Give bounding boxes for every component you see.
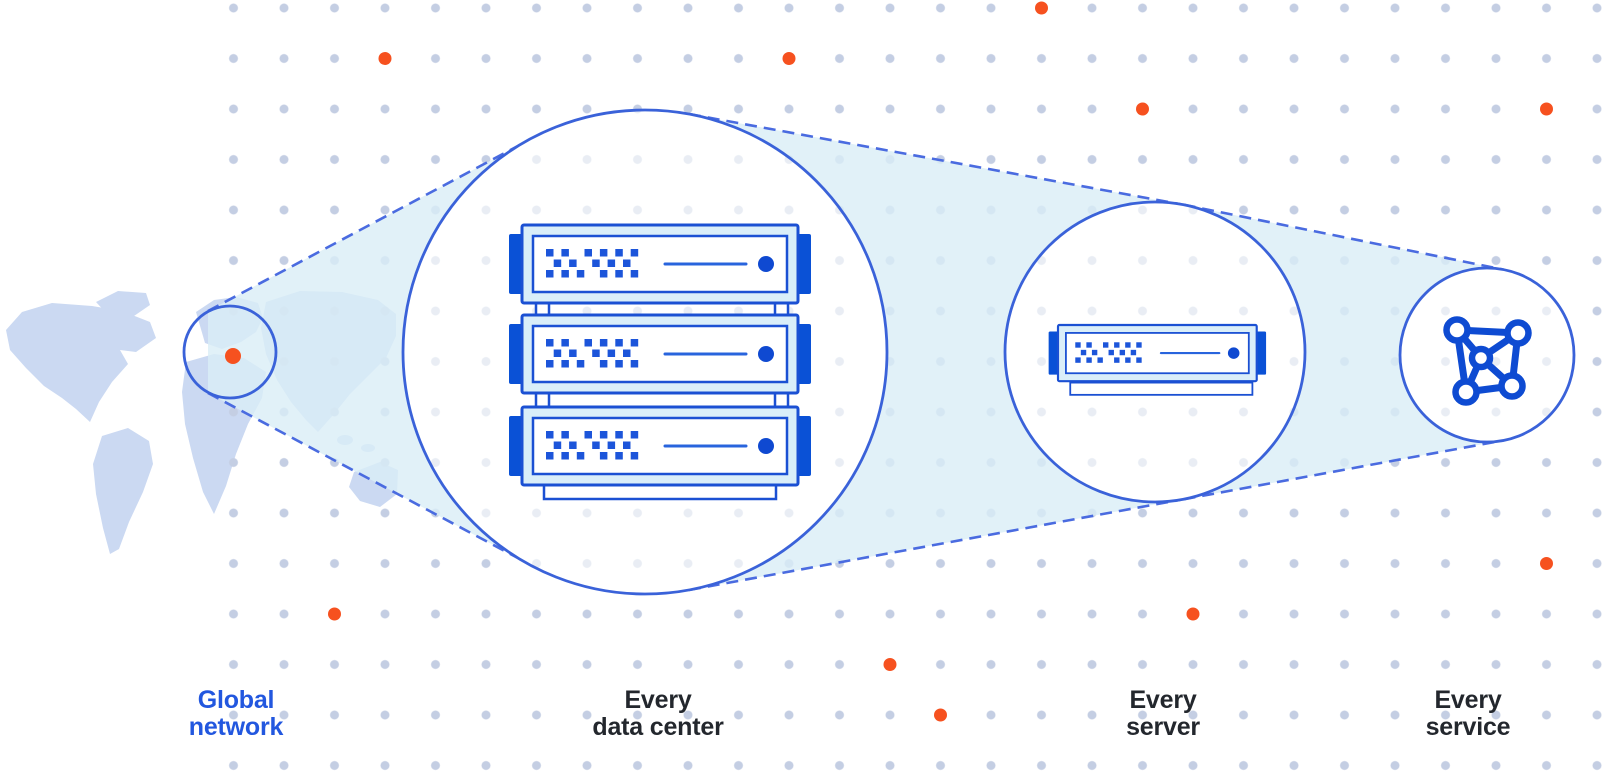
label-global-network: Global network <box>76 687 396 741</box>
server-stack-icon <box>507 223 813 501</box>
dashed-line <box>1183 203 1504 271</box>
dashed-line <box>688 498 1183 592</box>
label-line: network <box>188 713 284 741</box>
label-line: Every <box>1129 686 1197 714</box>
mesh-node <box>1504 319 1532 347</box>
map-marker-dot <box>225 348 241 364</box>
server-circle <box>1003 200 1307 504</box>
mesh-node <box>1468 345 1494 371</box>
orange-dot <box>328 607 341 621</box>
orange-dot <box>782 52 796 65</box>
label-line: Global <box>197 686 275 714</box>
dashed-line <box>688 112 1183 206</box>
service-circle <box>1398 266 1576 444</box>
label-every-server: Every server <box>1003 687 1323 741</box>
dashed-line <box>207 137 532 313</box>
server-base <box>1069 381 1254 396</box>
dashed-line <box>207 391 532 567</box>
mesh-node <box>1443 316 1471 344</box>
orange-dot <box>1035 1 1048 15</box>
map-south-america <box>93 428 153 554</box>
label-line: service <box>1425 713 1511 741</box>
dashed-line <box>1183 439 1504 501</box>
map-north-america <box>6 303 156 422</box>
mesh-node <box>1498 372 1526 400</box>
label-every-data-center: Every data center <box>498 687 818 741</box>
label-line: server <box>1126 713 1200 741</box>
label-line: data center <box>592 713 724 741</box>
datacenter-circle <box>401 108 889 596</box>
dashed-zoom-lines <box>207 112 1504 592</box>
network-mesh-icon <box>1443 316 1532 406</box>
orange-dot <box>1540 102 1553 116</box>
label-line: Every <box>624 686 692 714</box>
server-icon <box>1047 323 1268 396</box>
orange-dot <box>378 52 392 65</box>
map-highlight-circle <box>182 304 278 400</box>
orange-dot <box>1540 557 1553 570</box>
label-every-service: Every service <box>1308 687 1620 741</box>
mesh-node <box>1452 378 1480 406</box>
orange-dot <box>883 658 897 671</box>
orange-dot <box>1136 102 1149 116</box>
label-line: Every <box>1434 686 1502 714</box>
orange-dot <box>1186 607 1200 621</box>
orange-accent-dots <box>328 1 1553 722</box>
orange-dot <box>934 708 947 722</box>
